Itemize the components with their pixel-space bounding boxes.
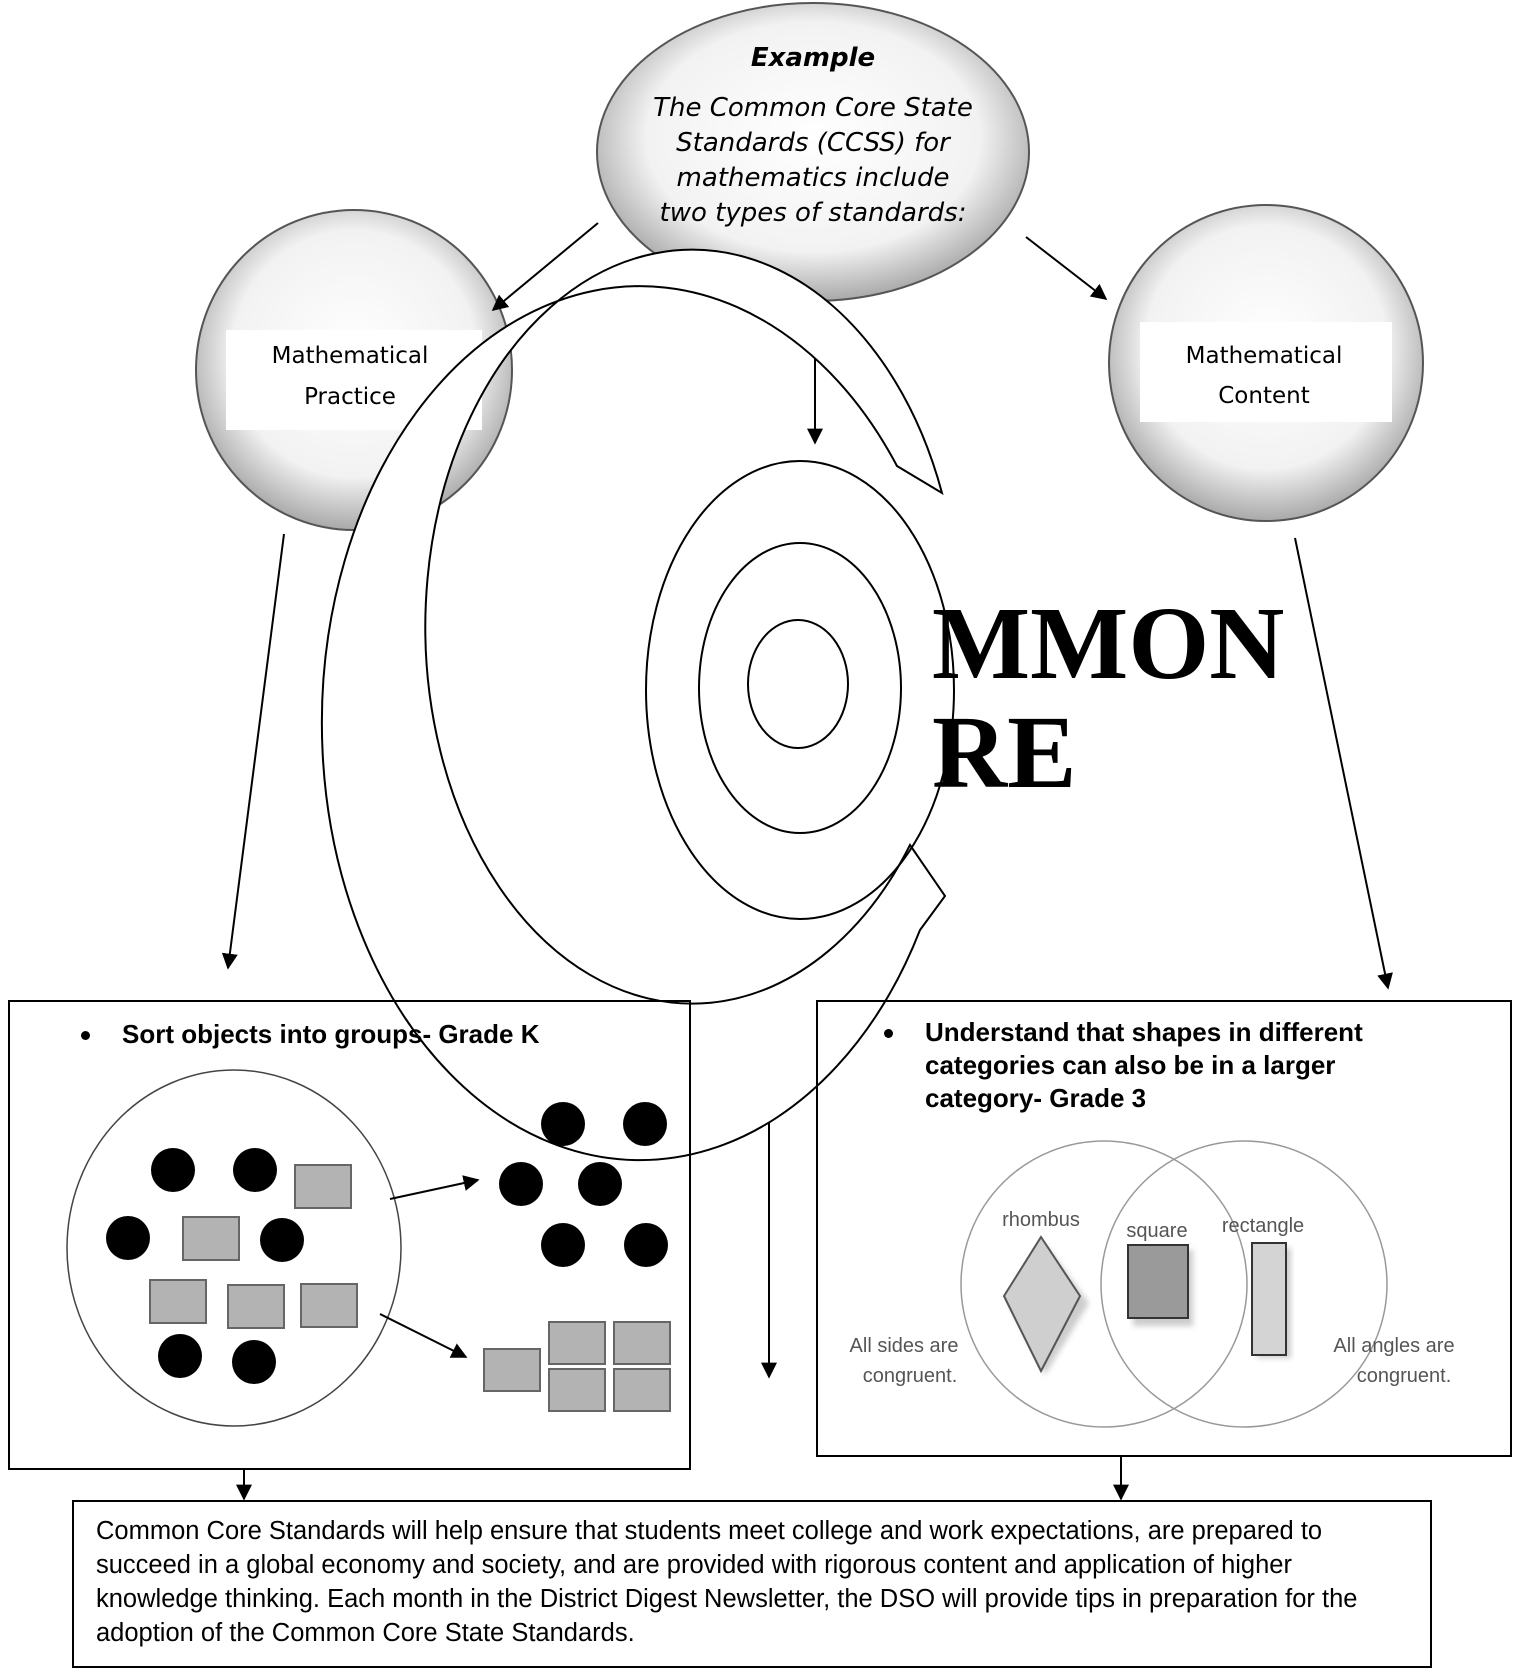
venn-illustration: rhombus square rectangle All sides are c… [850,1140,1455,1428]
content-node-line-2: Content [1218,383,1309,409]
venn-label-rectangle: rectangle [1222,1215,1304,1237]
top-node-line-3: mathematics include [677,163,950,193]
top-node-heading: Example [751,43,875,73]
venn-note-left-2: congruent. [863,1365,958,1387]
black-dots-group [106,1148,304,1384]
logo-text-line-2: RE [932,695,1076,810]
arrow-content-to-box [1294,537,1393,990]
sorting-illustration [66,1069,671,1427]
top-node-line-1: The Common Core State [653,93,973,123]
gray-rects-group [149,1164,358,1329]
practice-bullet: Sort objects into groups- Grade K [81,1018,661,1051]
rhombus-shape [1002,1235,1082,1374]
square-shape [1127,1244,1189,1319]
connector-arrows [221,222,1393,1501]
arrow-practice-to-box [221,533,285,970]
content-bullet-text: Understand that shapes in different cate… [925,1017,1363,1113]
venn-note-left-1: All sides are [850,1335,959,1357]
top-node-line-4: two types of standards: [660,198,967,228]
practice-node-line-2: Practice [304,384,396,410]
content-example-box: Understand that shapes in different cate… [816,1000,1512,1457]
arrow-top-to-practice [491,222,599,312]
sorted-rects-group [483,1321,671,1412]
content-bullet: Understand that shapes in different cate… [884,1016,1444,1115]
rectangle-shape [1251,1242,1287,1356]
logo-text-line-1: MMON [932,586,1284,701]
practice-bullet-text: Sort objects into groups- Grade K [122,1019,540,1049]
content-node-line-1: Mathematical [1186,343,1343,369]
venn-label-square: square [1126,1220,1187,1242]
practice-node-line-1: Mathematical [272,343,429,369]
venn-note-right-1: All angles are [1333,1335,1454,1357]
content-node: Mathematical Content [1108,204,1424,522]
logo-o-middle [698,542,902,834]
arrow-top-to-content [1025,236,1108,300]
venn-note-right-2: congruent. [1357,1365,1452,1387]
venn-label-rhombus: rhombus [1002,1209,1080,1231]
logo-o-inner [747,619,849,749]
footer-box: Common Core Standards will help ensure t… [72,1500,1432,1668]
bullet-dot-icon [81,1031,90,1040]
common-core-logo: MMON RE [320,248,1284,1162]
practice-example-box: Sort objects into groups- Grade K [8,1000,691,1470]
top-node-line-2: Standards (CCSS) for [676,128,952,158]
logo-c-shape [320,248,947,1162]
bullet-dot-icon [884,1029,893,1038]
logo-o-outer [645,460,955,920]
sorted-dots-group [499,1102,668,1267]
footer-text: Common Core Standards will help ensure t… [96,1517,1358,1647]
top-node: Example The Common Core State Standards … [596,2,1030,302]
